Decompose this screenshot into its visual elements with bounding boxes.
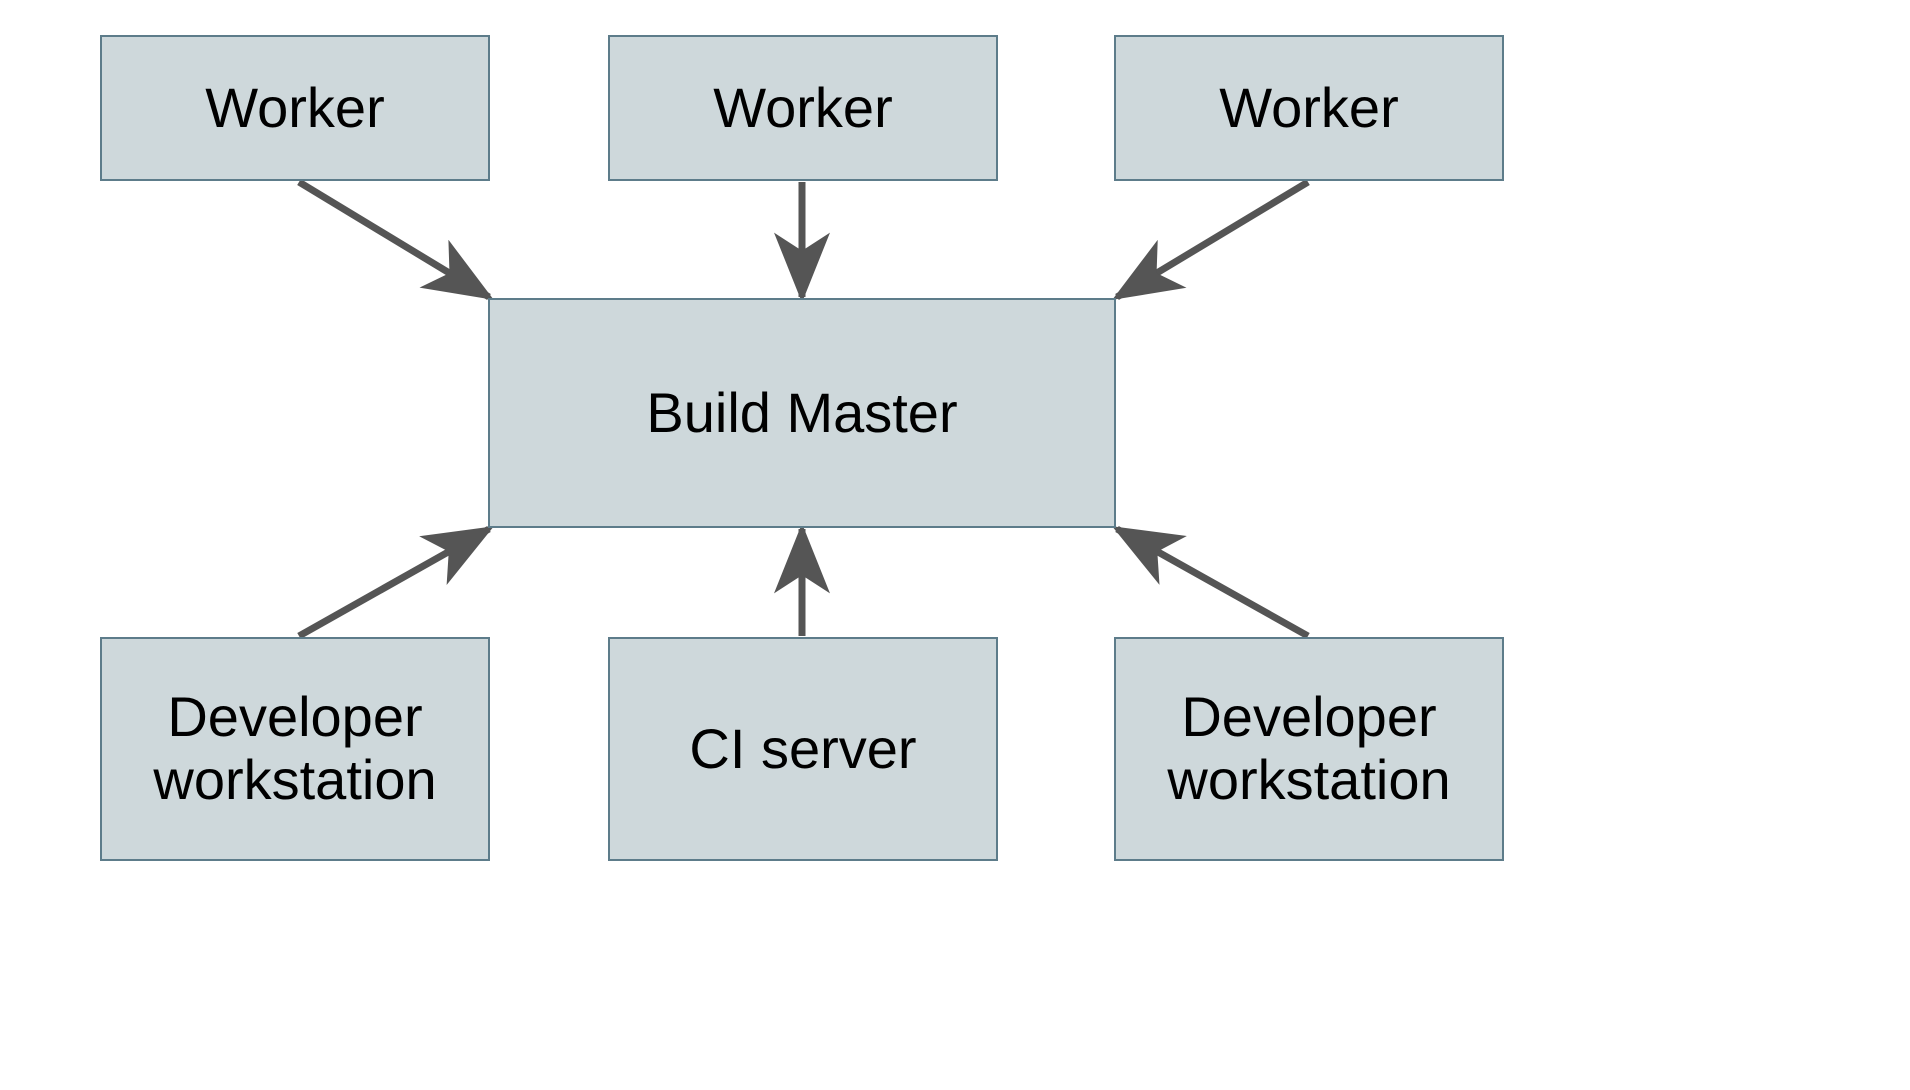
node-worker-2[interactable]: Worker	[608, 35, 998, 181]
edge-dev-workstation-right-to-build-master	[1112, 525, 1310, 640]
node-worker-3-label: Worker	[1219, 75, 1399, 139]
node-build-master[interactable]: Build Master	[488, 298, 1116, 528]
node-worker-3[interactable]: Worker	[1114, 35, 1504, 181]
node-dev-workstation-left-label: Developer workstation	[153, 685, 437, 811]
edge-worker-3-to-build-master	[1112, 179, 1310, 300]
node-dev-workstation-right-label: Developer workstation	[1167, 685, 1451, 811]
node-dev-workstation-right[interactable]: Developer workstation	[1114, 637, 1504, 861]
node-dev-workstation-left[interactable]: Developer workstation	[100, 637, 490, 861]
node-ci-server[interactable]: CI server	[608, 637, 998, 861]
node-ci-server-label: CI server	[689, 716, 917, 780]
edge-worker-1-to-build-master	[297, 179, 494, 300]
node-worker-1[interactable]: Worker	[100, 35, 490, 181]
edge-dev-workstation-left-to-build-master	[297, 525, 494, 640]
node-worker-1-label: Worker	[205, 75, 385, 139]
node-worker-2-label: Worker	[713, 75, 893, 139]
node-build-master-label: Build Master	[646, 380, 958, 444]
